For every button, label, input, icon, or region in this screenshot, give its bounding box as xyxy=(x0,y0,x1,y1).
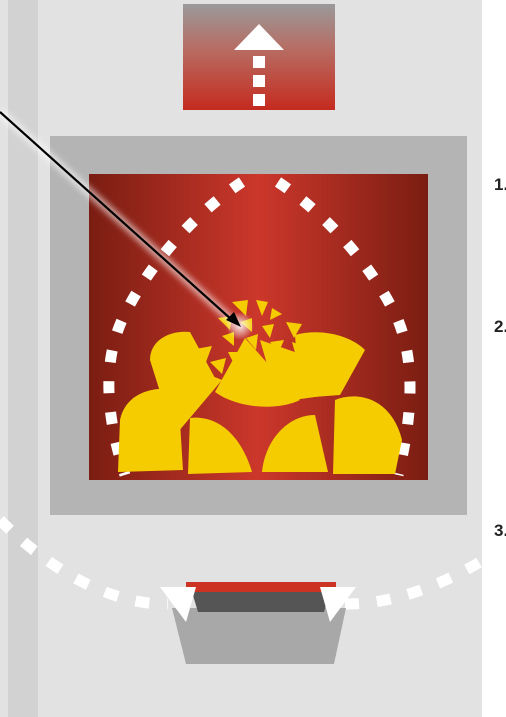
ash-tray xyxy=(160,582,356,664)
step-label-3: 3. xyxy=(494,522,506,539)
step-label-1: 1. xyxy=(494,176,506,193)
stove-side-strip xyxy=(8,0,38,717)
step-label-2: 2. xyxy=(494,318,506,335)
